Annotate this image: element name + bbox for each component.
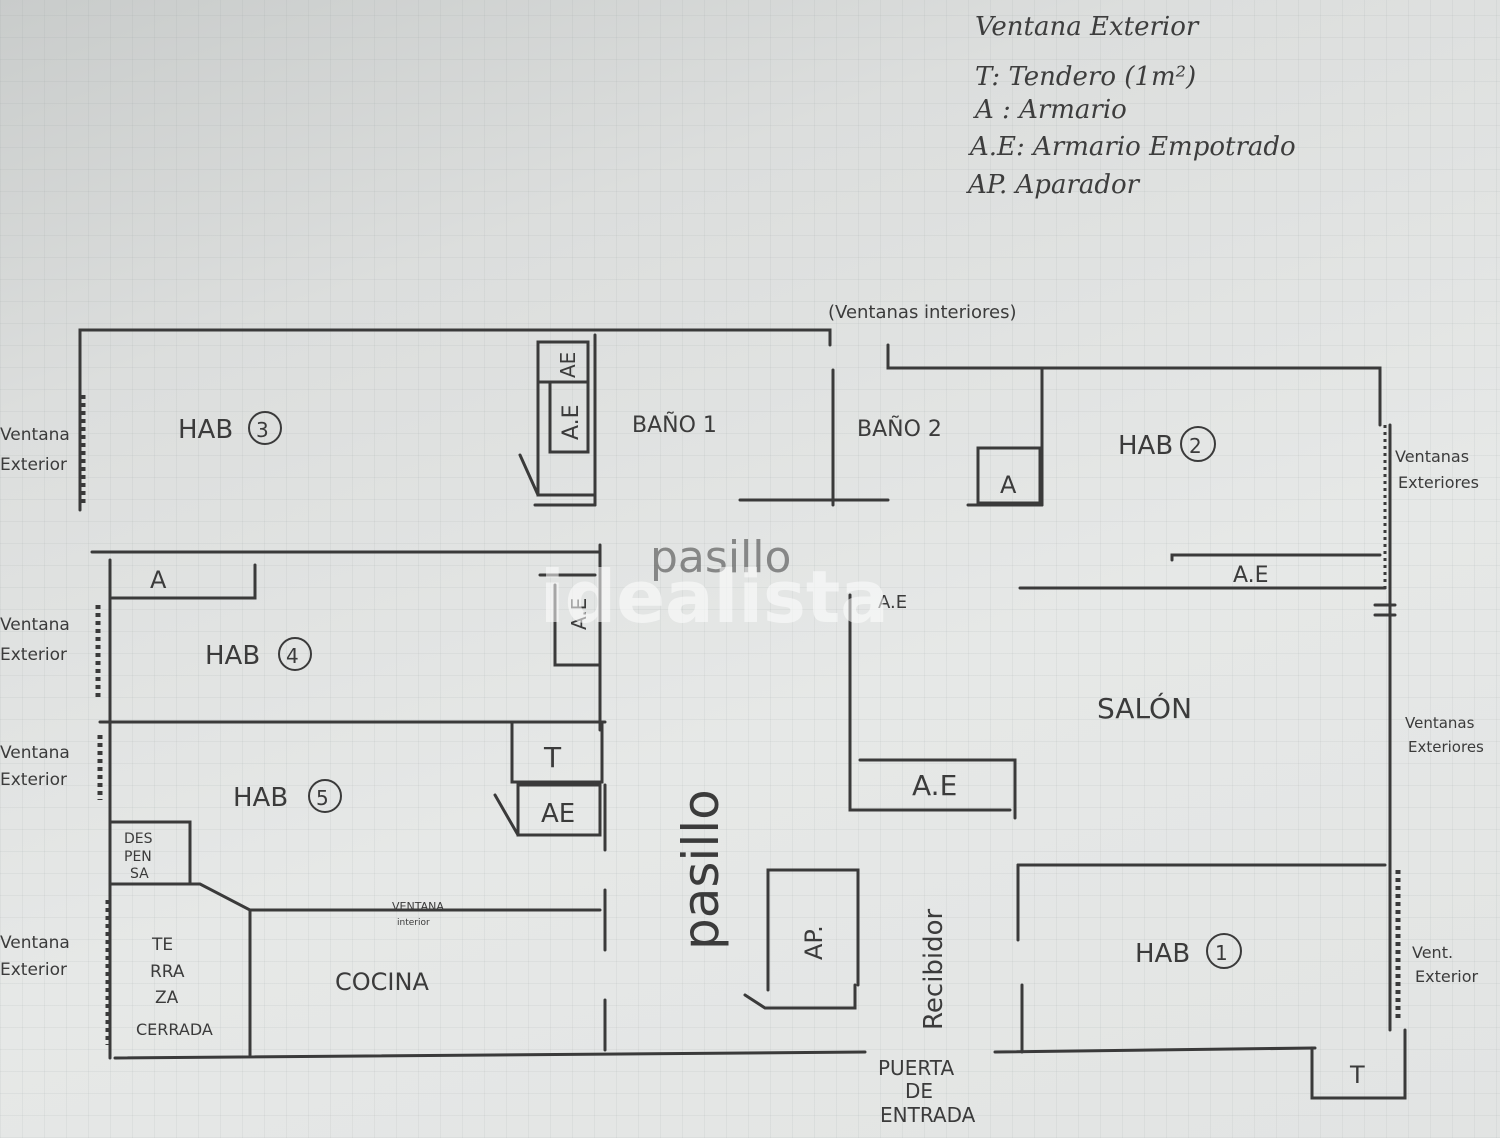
room-number-circles (248, 411, 1242, 969)
room-hab4-number: 4 (286, 644, 299, 668)
fixture-ae-hab3-top: AE (556, 352, 580, 378)
window-label-hab3-2: Exterior (0, 455, 67, 475)
fixture-ae-hab5: AE (541, 799, 575, 829)
window-label-hab5-2: Exterior (0, 770, 67, 790)
fixture-t-hab1: T (1349, 1061, 1365, 1089)
entrance-line-1: PUERTA (878, 1056, 954, 1080)
room-pasillo-upper-label: pasillo (650, 532, 791, 583)
window-label-hab3-1: Ventana (0, 425, 70, 445)
room-pasillo-label: pasillo (672, 789, 730, 950)
window-label-hab1-2: Exterior (1415, 967, 1479, 986)
fixture-ae-pasillo: A.E (567, 598, 591, 630)
walls (78, 328, 1407, 1100)
room-bano2-label: BAÑO 2 (857, 415, 942, 442)
fixture-aparador: AP. (800, 925, 828, 960)
room-hab3-label: HAB (178, 415, 233, 445)
fixture-ae-salon-small: A.E (878, 592, 907, 613)
legend-armario: A : Armario (973, 95, 1127, 125)
room-hab1-label: HAB (1135, 939, 1190, 969)
legend-tendero: T: Tendero (1m²) (975, 62, 1196, 92)
fixture-ae-hab3: A.E (559, 404, 584, 440)
room-hab4-label: HAB (205, 641, 260, 671)
exterior-windows (80, 395, 1401, 1045)
entrance-line-3: ENTRADA (880, 1103, 976, 1127)
entrance-line-2: DE (905, 1079, 933, 1103)
window-label-salon-2: Exteriores (1408, 738, 1484, 756)
legend-ventana-exterior: Ventana Exterior (975, 12, 1200, 42)
fixture-ae-salon: A.E (912, 769, 957, 802)
room-recibidor-label: Recibidor (919, 908, 949, 1030)
window-label-salon-1: Ventanas (1405, 714, 1475, 732)
room-labels: HAB 3 HAB 4 HAB 5 HAB 2 HAB 1 BAÑO 1 BAÑ… (178, 411, 1228, 1030)
room-salon-label: SALÓN (1097, 691, 1192, 725)
despensa-line-2: PEN (124, 849, 152, 865)
room-cocina-label: COCINA (335, 968, 429, 996)
room-hab5-number: 5 (316, 786, 329, 810)
room-hab2-label: HAB (1118, 431, 1173, 461)
cocina-ventana-line-2: interior (397, 918, 430, 928)
window-label-cocina-2: Exterior (0, 960, 67, 980)
room-hab2-number: 2 (1189, 434, 1202, 458)
fixture-a-hab4: A (150, 566, 167, 594)
window-label-hab2-2: Exteriores (1398, 473, 1479, 492)
despensa-line-1: DES (124, 831, 153, 847)
room-hab1-number: 1 (1215, 941, 1228, 965)
legend-aparador: AP. Aparador (966, 170, 1141, 200)
cocina-ventana-line-1: VENTANA (392, 900, 444, 913)
fixture-a-bano2: A (1000, 471, 1017, 499)
room-hab3-number: 3 (256, 418, 269, 442)
legend: Ventana Exterior T: Tendero (1m²) A : Ar… (966, 12, 1296, 200)
fixture-ae-hab2: A.E (1233, 563, 1269, 588)
terraza-line-2: RRA (150, 962, 185, 982)
room-hab5-label: HAB (233, 783, 288, 813)
terraza-line-4: CERRADA (136, 1020, 213, 1039)
fixture-labels: AE A.E A A.E A A.E A.E A.E T AE AP. T DE… (124, 352, 1365, 1089)
window-label-hab4-1: Ventana (0, 615, 70, 635)
room-bano1-label: BAÑO 1 (632, 411, 717, 438)
watermark-logo: idealista (540, 555, 889, 639)
legend-armario-empotrado: A.E: Armario Empotrado (968, 132, 1296, 162)
window-label-hab1-1: Vent. (1412, 943, 1453, 962)
window-labels: Ventana Exterior Ventana Exterior Ventan… (0, 425, 1484, 986)
terraza-line-1: TE (151, 935, 173, 955)
fixture-t-hab5: T (543, 741, 562, 774)
window-label-hab5-1: Ventana (0, 743, 70, 763)
terraza-line-3: ZA (155, 988, 179, 1008)
window-label-hab4-2: Exterior (0, 645, 67, 665)
despensa-line-3: SA (130, 866, 149, 882)
ventanas-interiores-note: (Ventanas interiores) (828, 302, 1016, 323)
window-label-hab2-1: Ventanas (1395, 447, 1469, 466)
entrance-label: PUERTA DE ENTRADA (878, 1056, 976, 1127)
window-label-cocina-1: Ventana (0, 933, 70, 953)
